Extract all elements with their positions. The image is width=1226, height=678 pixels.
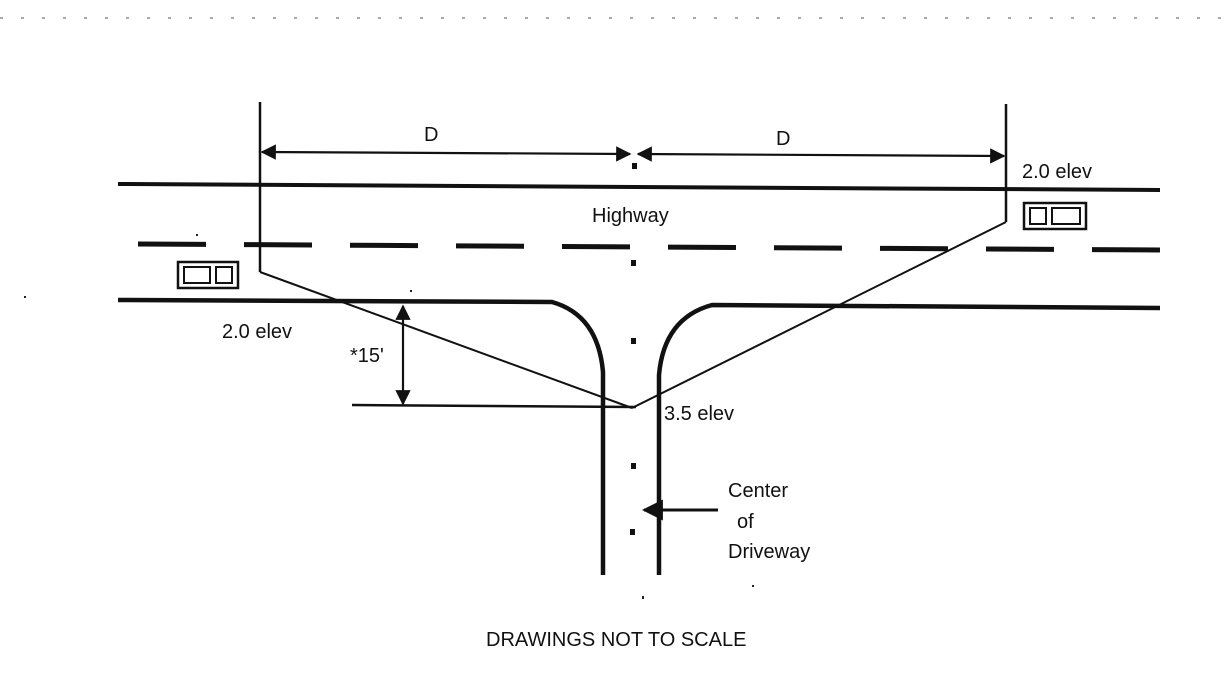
elevation-label-left: 2.0 elev bbox=[222, 321, 292, 343]
sight-line-right bbox=[631, 221, 1007, 409]
highway-center-line bbox=[137, 241, 1161, 253]
highway-label: Highway bbox=[592, 205, 669, 227]
sight-line-left bbox=[259, 271, 633, 409]
dimension-label-right: D bbox=[776, 128, 790, 150]
dimension-arrow-right bbox=[636, 146, 1006, 164]
elevation-label-right: 2.0 elev bbox=[1022, 161, 1092, 183]
highway-bottom-edge-right bbox=[656, 302, 1161, 575]
car-icon bbox=[176, 260, 240, 290]
offset-label: *15' bbox=[350, 345, 384, 367]
scan-speckles bbox=[24, 234, 754, 599]
highway-bottom-edge-left bbox=[117, 297, 606, 575]
center-label-line3: Driveway bbox=[728, 541, 810, 563]
driveway-centerline-dots bbox=[630, 163, 637, 535]
highway-top-edge bbox=[117, 182, 1161, 192]
dimension-label-left: D bbox=[424, 124, 438, 146]
center-label-line1: Center bbox=[728, 480, 788, 502]
scale-note: DRAWINGS NOT TO SCALE bbox=[486, 629, 746, 651]
elevation-label-driveway: 3.5 elev bbox=[664, 403, 734, 425]
center-label-line2: of bbox=[737, 511, 754, 533]
car-icon bbox=[1022, 201, 1088, 231]
driveway-setback-line bbox=[351, 403, 637, 409]
dimension-arrow-left bbox=[260, 144, 632, 162]
